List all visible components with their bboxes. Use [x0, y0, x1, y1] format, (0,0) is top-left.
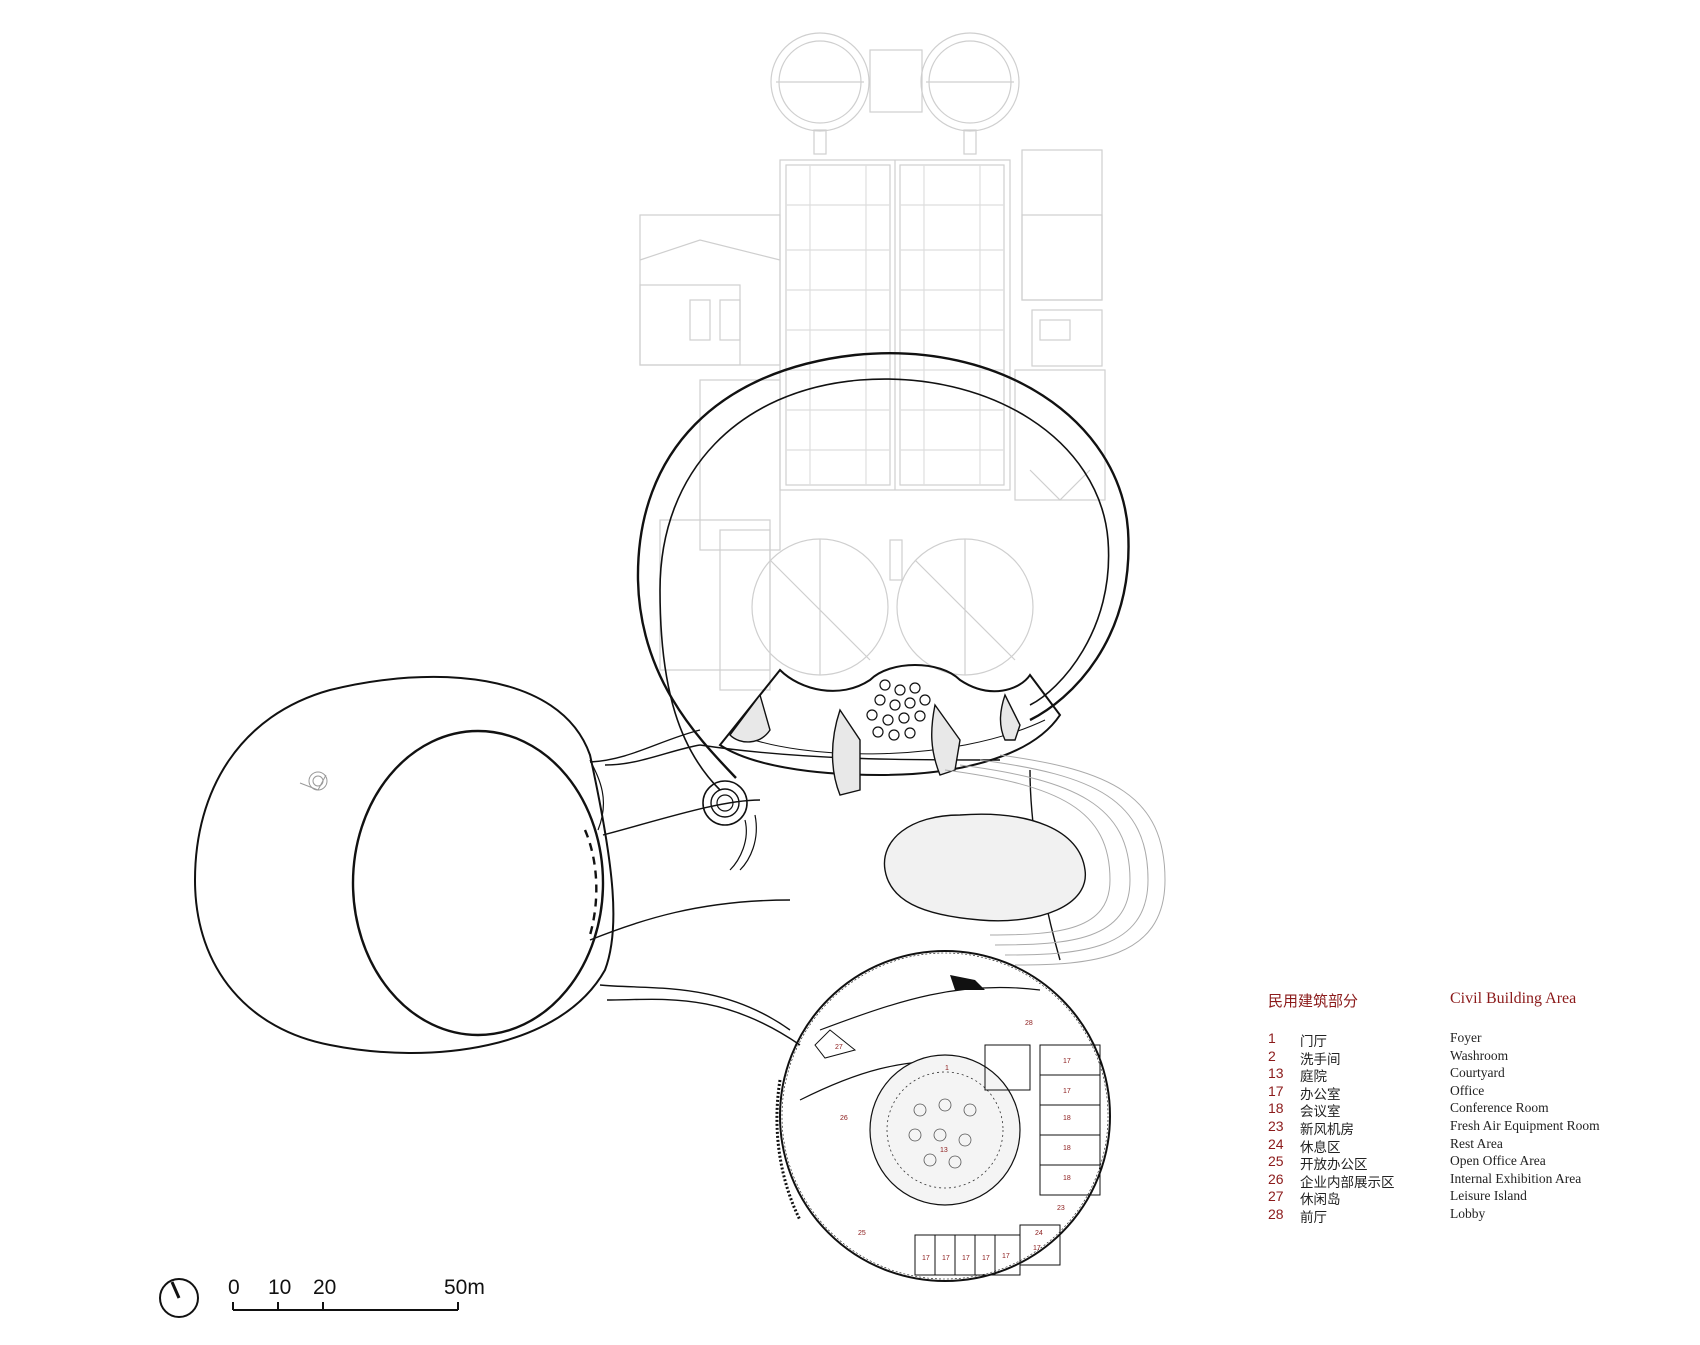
legend-item-zh: 庭院: [1300, 1069, 1327, 1086]
room-label-exhibition: 26: [840, 1115, 848, 1122]
legend-item-num: 28: [1268, 1205, 1284, 1222]
legend-item: 18 会议室 Conference Room: [1268, 1100, 1688, 1121]
legend-item: 26 企业内部展示区 Internal Exhibition Area: [1268, 1170, 1688, 1191]
legend-item-en: Courtyard: [1450, 1065, 1505, 1081]
legend-item: 25 开放办公区 Open Office Area: [1268, 1153, 1688, 1174]
legend-item-zh: 洗手间: [1300, 1051, 1341, 1068]
scale-label-20: 20: [313, 1276, 336, 1299]
legend-title-zh: 民用建筑部分: [1268, 992, 1359, 1010]
room-label-office: 17: [1033, 1245, 1041, 1252]
legend-item-en: Fresh Air Equipment Room: [1450, 1117, 1600, 1133]
room-label-office: 17: [1002, 1253, 1010, 1260]
legend-item-en: Internal Exhibition Area: [1450, 1170, 1582, 1186]
legend-item-num: 18: [1268, 1100, 1284, 1117]
room-label-foyer: 1: [945, 1065, 949, 1072]
legend-item-num: 24: [1268, 1135, 1284, 1152]
legend-item: 27 休闲岛 Leisure Island: [1268, 1188, 1688, 1209]
scale-label-50m: 50m: [444, 1276, 485, 1299]
legend-item-en: Leisure Island: [1450, 1188, 1527, 1204]
legend-item-num: 1: [1268, 1030, 1276, 1046]
legend-item-num: 23: [1268, 1117, 1284, 1134]
civil-building: 1 13 26 27 28 25 24 23 17 17 17 17 17 17…: [775, 950, 1111, 1282]
overlap-dashed-edge: [583, 829, 598, 936]
room-label-office: 17: [1063, 1088, 1071, 1095]
legend-item-zh: 门厅: [1300, 1034, 1327, 1050]
room-label-rest: 24: [1035, 1230, 1043, 1237]
legend-item: 28 前厅 Lobby: [1268, 1205, 1688, 1226]
oval-platform: [883, 754, 1166, 966]
room-label-fresh-air: 23: [1057, 1205, 1065, 1212]
legend-item-zh: 办公室: [1300, 1086, 1341, 1103]
legend-item-en: Conference Room: [1450, 1100, 1549, 1116]
legend-title-en: Civil Building Area: [1450, 990, 1577, 1007]
north-arrow-icon: [159, 1278, 199, 1318]
legend-list: 1 门厅 Foyer 2 洗手间 Washroom 13 庭院 Courtyard 17 办公室 Of…: [1268, 1030, 1688, 1226]
legend-item-num: 13: [1268, 1065, 1284, 1082]
legend-item: 13 庭院 Courtyard: [1268, 1065, 1688, 1086]
scale-label-10: 10: [268, 1276, 291, 1299]
legend-item: 23 新风机房 Fresh Air Equipment Room: [1268, 1117, 1688, 1138]
room-label-office: 17: [982, 1255, 990, 1262]
legend-item-zh: 新风机房: [1300, 1121, 1354, 1138]
room-label-office: 17: [922, 1255, 930, 1262]
legend-item-zh: 会议室: [1300, 1104, 1341, 1121]
legend: 民用建筑部分 Civil Building Area 1 门厅 Foyer 2 洗手间 W…: [1268, 990, 1688, 1226]
room-label-office: 17: [1063, 1058, 1071, 1065]
legend-item-num: 27: [1268, 1188, 1284, 1205]
legend-item-zh: 开放办公区: [1300, 1157, 1368, 1174]
ring-building: [636, 352, 1130, 871]
legend-item-en: Office: [1450, 1082, 1485, 1098]
legend-item: 17 办公室 Office: [1268, 1082, 1688, 1103]
scale-bar: [232, 1302, 459, 1311]
room-label-leisure: 27: [835, 1044, 843, 1051]
legend-item-num: 2: [1268, 1047, 1276, 1064]
room-label-conference: 18: [1063, 1145, 1071, 1152]
legend-item-num: 17: [1268, 1082, 1284, 1099]
legend-item-en: Washroom: [1450, 1047, 1509, 1063]
room-label-office: 17: [942, 1255, 950, 1262]
legend-item-en: Rest Area: [1450, 1135, 1503, 1151]
room-label-conference: 18: [1063, 1115, 1071, 1122]
legend-item-en: Foyer: [1450, 1030, 1482, 1045]
room-label-lobby: 28: [1025, 1020, 1033, 1027]
legend-item-zh: 休闲岛: [1300, 1192, 1341, 1209]
legend-item-zh: 休息区: [1300, 1139, 1341, 1156]
auditorium-front: [718, 664, 1062, 796]
legend-item: 1 门厅 Foyer: [1268, 1030, 1688, 1050]
legend-item-en: Open Office Area: [1450, 1153, 1546, 1169]
legend-item: 24 休息区 Rest Area: [1268, 1135, 1688, 1156]
legend-header: 民用建筑部分 Civil Building Area: [1268, 990, 1688, 1030]
legend-item-en: Lobby: [1450, 1205, 1486, 1221]
room-label-courtyard: 13: [940, 1147, 948, 1154]
legend-item-zh: 企业内部展示区: [1300, 1174, 1395, 1191]
existing-structures: [639, 32, 1106, 691]
legend-item-num: 25: [1268, 1153, 1284, 1170]
room-label-open-office: 25: [858, 1230, 866, 1237]
room-label-office: 17: [962, 1255, 970, 1262]
legend-item-zh: 前厅: [1300, 1209, 1327, 1226]
legend-item: 2 洗手间 Washroom: [1268, 1047, 1688, 1068]
room-label-conference: 18: [1063, 1175, 1071, 1182]
large-spherical-building: [193, 675, 615, 1054]
legend-item-num: 26: [1268, 1170, 1284, 1187]
scale-label-0: 0: [228, 1276, 240, 1299]
